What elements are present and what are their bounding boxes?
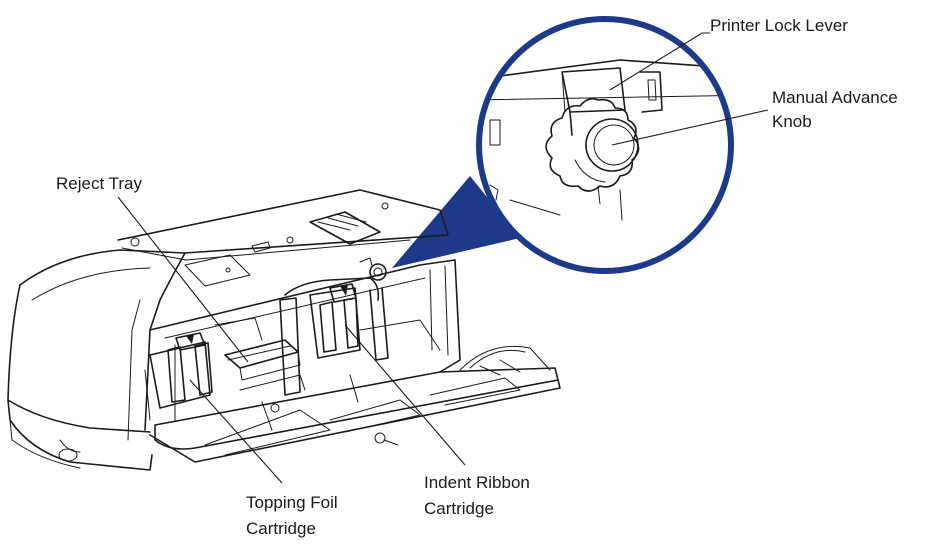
leader-manual-advance-knob <box>611 109 769 146</box>
leader-topping-foil <box>189 379 283 484</box>
printer-body <box>7 189 461 471</box>
manual-advance-knob <box>545 98 640 221</box>
printer-lock-lever <box>561 67 626 136</box>
front-door <box>149 345 561 463</box>
label-topping-foil-line2: Cartridge <box>246 519 316 538</box>
label-indent-ribbon-line2: Cartridge <box>424 499 494 518</box>
leader-indent-ribbon <box>344 324 466 466</box>
magnifier-detail <box>476 16 734 274</box>
indent-ribbon-cartridge <box>279 277 441 396</box>
label-printer-lock-lever: Printer Lock Lever <box>710 16 848 35</box>
topping-foil-cartridge <box>144 317 263 421</box>
label-manual-advance-knob-line2: Knob <box>772 112 812 131</box>
label-reject-tray: Reject Tray <box>56 174 142 193</box>
leader-printer-lock-lever <box>609 32 710 91</box>
leader-reject-tray <box>117 196 249 363</box>
label-topping-foil-line1: Topping Foil <box>246 493 338 512</box>
label-indent-ribbon-line1: Indent Ribbon <box>424 473 530 492</box>
manual-advance-knob-small <box>369 263 387 281</box>
label-manual-advance-knob-line1: Manual Advance <box>772 88 898 107</box>
reject-tray <box>224 339 301 381</box>
